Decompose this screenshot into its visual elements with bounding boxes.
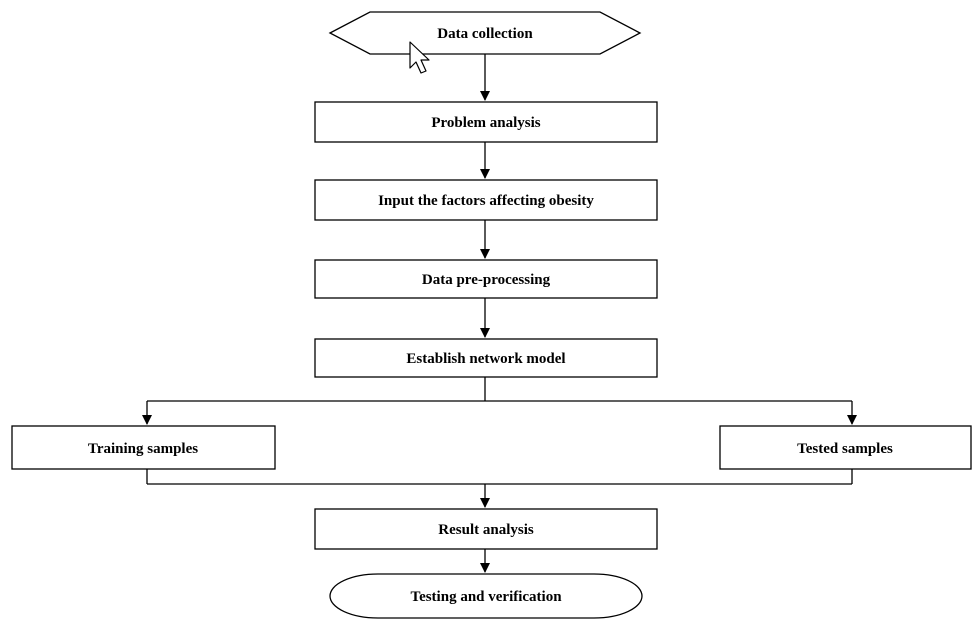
tested-samples-node: Tested samples [719,425,972,470]
mouse-pointer-icon [409,41,430,74]
end-node: Testing and verification [329,573,643,619]
start-node-label: Data collection [437,26,533,42]
end-node-label: Testing and verification [410,589,562,605]
training-samples-label: Training samples [88,441,198,457]
tested-samples-label: Tested samples [797,441,893,457]
start-node: Data collection [328,11,642,55]
step-input-factors-label: Input the factors affecting obesity [378,193,594,209]
training-samples-node: Training samples [11,425,276,470]
step-establish-network-model-label: Establish network model [406,351,565,367]
step-input-factors: Input the factors affecting obesity [314,179,658,221]
step-data-preprocessing: Data pre-processing [314,259,658,299]
step-result-analysis-label: Result analysis [438,522,534,538]
step-problem-analysis-label: Problem analysis [431,115,540,131]
step-data-preprocessing-label: Data pre-processing [422,272,551,288]
step-result-analysis: Result analysis [314,508,658,550]
step-problem-analysis: Problem analysis [314,101,658,143]
step-establish-network-model: Establish network model [314,338,658,378]
